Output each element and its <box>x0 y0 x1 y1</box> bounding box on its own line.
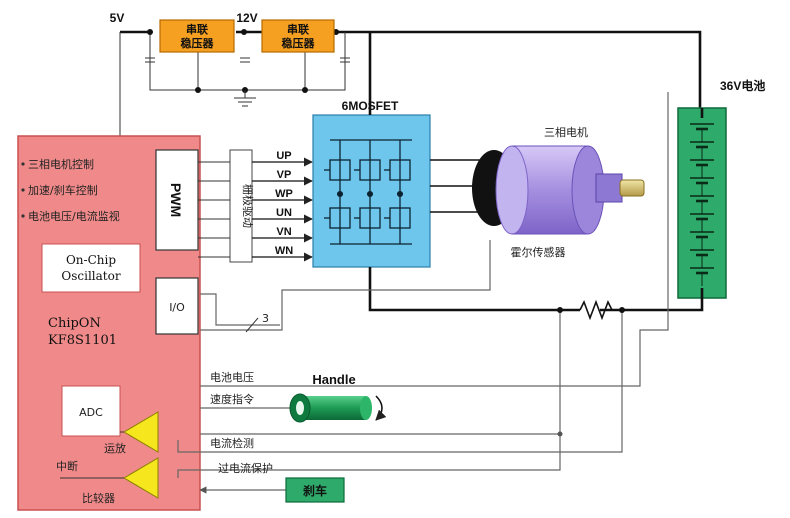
phase-label-un: UN <box>276 207 292 219</box>
oscillator-line1: On-Chip <box>66 253 116 267</box>
gate-driver-label: 栅极驱动 <box>241 184 255 228</box>
regulator-1-line2: 稳压器 <box>181 36 215 50</box>
phase-label-wp: WP <box>275 188 293 200</box>
adc-label: ADC <box>79 406 103 419</box>
regulator-2-line1: 串联 <box>287 22 309 36</box>
current-sense-label: 电流检测 <box>210 436 254 450</box>
regulator-2-line2: 稳压器 <box>282 36 316 50</box>
brake-block: 刹车 <box>285 477 345 503</box>
bus-count-label: 3 <box>262 312 269 325</box>
label-12v: 12V <box>236 11 257 25</box>
comparator-label: 比较器 <box>82 491 115 505</box>
label-5v: 5V <box>110 11 125 25</box>
oscillator-block <box>41 243 141 293</box>
mcu-function-2: 加速/刹车控制 <box>28 183 98 197</box>
comparator-triangle <box>123 457 159 499</box>
op-amp-triangle <box>123 411 159 453</box>
pwm-label: PWM <box>168 183 184 217</box>
amp-label: 运放 <box>104 441 126 455</box>
series-regulator-2: 串联 稳压器 <box>261 19 335 53</box>
bridge-node <box>396 190 404 198</box>
phase-label-vn: VN <box>276 226 291 238</box>
bridge-node <box>366 190 374 198</box>
brake-label: 刹车 <box>303 483 327 498</box>
pwm-block: PWM <box>155 149 199 251</box>
phase-lines: UP VP WP UN VN WN <box>252 150 313 262</box>
interrupt-label: 中断 <box>56 459 78 473</box>
signal-wires: 3 电池电压 速度指令 电流检测 过电流保护 <box>177 92 669 494</box>
gate-driver: 栅极驱动 <box>229 149 255 263</box>
mcu-function-1: 三相电机控制 <box>28 157 94 171</box>
three-phase-motor: 三相电机 霍尔传感器 <box>472 125 645 259</box>
phase-label-vp: VP <box>277 169 292 181</box>
oscillator-line2: Oscillator <box>61 269 120 283</box>
chip-model: KF8S1101 <box>48 333 117 348</box>
mcu-function-3: 电池电压/电流监视 <box>28 209 120 223</box>
battery-voltage-label: 电池电压 <box>210 371 254 384</box>
phase-label-wn: WN <box>275 245 293 257</box>
overcurrent-label: 过电流保护 <box>218 461 273 475</box>
motor-title: 三相电机 <box>544 125 588 139</box>
hall-sensor-label: 霍尔传感器 <box>511 246 566 259</box>
phase-label-up: UP <box>276 150 291 162</box>
throttle-handle: Handle <box>289 372 387 423</box>
series-regulator-1: 串联 稳压器 <box>159 19 235 53</box>
handle-label: Handle <box>312 372 355 387</box>
mosfet-bridge: 6MOSFET <box>312 99 431 268</box>
pwm-lines <box>198 161 230 258</box>
io-block: I/O <box>155 277 199 335</box>
chip-brand: ChipON <box>48 316 101 331</box>
regulator-1-line1: 串联 <box>186 22 208 36</box>
supply-rail: 5V 12V <box>110 11 702 138</box>
io-label: I/O <box>169 301 185 314</box>
shunt-resistor <box>579 299 622 321</box>
battery-label: 36V电池 <box>720 78 765 93</box>
speed-command-label: 速度指令 <box>210 392 254 406</box>
bridge-node <box>336 190 344 198</box>
battery-pack: 36V电池 <box>600 78 765 312</box>
bridge-rail <box>330 139 412 245</box>
adc-block <box>61 385 121 437</box>
